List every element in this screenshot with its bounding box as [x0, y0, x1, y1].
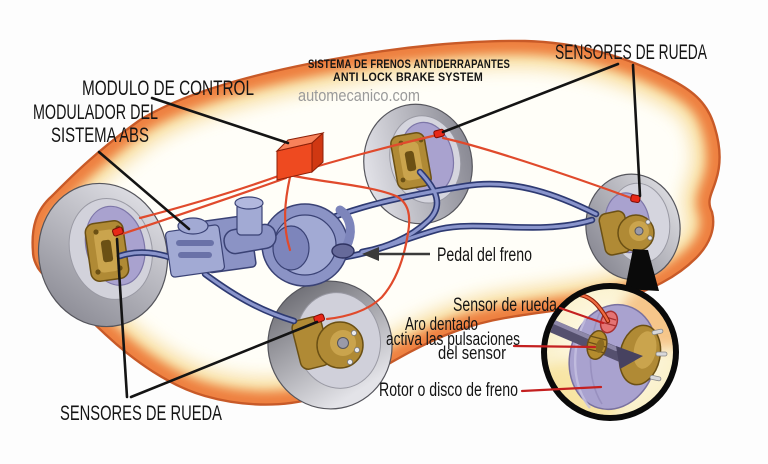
wheel-stud — [649, 374, 662, 382]
label-wheel-sensors-bottom: SENSORES DE RUEDA — [60, 402, 222, 425]
wheel-stud — [655, 351, 668, 357]
leader-sensor-bottom-a — [115, 237, 129, 399]
axle-shaft — [547, 319, 629, 363]
watermark: automecanico.com — [298, 86, 420, 105]
label-control-module: MODULO DE CONTROL — [82, 77, 254, 100]
hub-rear-left — [291, 316, 364, 370]
abs-control-module — [275, 131, 325, 181]
wheel-speed-sensors — [111, 128, 641, 324]
label-tone-ring-line3: del sensor — [438, 343, 506, 363]
brake-pedal — [331, 205, 355, 259]
hub-rear-right — [598, 210, 655, 256]
label-brake-pedal: Pedal del freno — [437, 245, 532, 266]
callout-tone-ring — [512, 344, 597, 349]
wheel-sensor-rear-right — [630, 194, 641, 203]
brake-booster — [261, 203, 349, 287]
label-wheel-sensors-top: SENSORES DE RUEDA — [555, 41, 707, 64]
label-tone-ring-line2: activa las pulsaciones — [386, 329, 520, 349]
label-modulator-line2: SISTEMA ABS — [51, 124, 149, 147]
text-labels: SISTEMA DE FRENOS ANTIDERRAPANTES ANTI L… — [33, 41, 707, 425]
wheel-sensor-front-left — [111, 226, 124, 237]
leader-sensor-top-a — [441, 62, 620, 134]
label-rotor-disc: Rotor o disco de freno — [379, 380, 518, 401]
leader-sensor-top-b — [631, 63, 642, 198]
wheel-sensor-rear-left — [313, 313, 326, 324]
master-cylinder — [223, 196, 277, 255]
magnifier-wedge — [625, 249, 659, 291]
pedal-arrow-head — [362, 247, 379, 261]
label-tone-ring-line1: Aro dentado — [405, 314, 478, 334]
magnifier-inset — [541, 249, 679, 421]
leader-modulator — [97, 150, 191, 231]
pedal-pad — [331, 243, 355, 259]
diagram-title-line2: ANTI LOCK BRAKE SYSTEM — [333, 72, 483, 84]
diagram-title-line1: SISTEMA DE FRENOS ANTIDERRAPANTES — [308, 59, 510, 71]
label-wheel-sensor: Sensor de rueda — [453, 295, 557, 316]
callout-rotor — [520, 385, 603, 393]
wheel-stud — [651, 328, 664, 336]
axle-tip — [616, 346, 643, 369]
leader-control-module — [150, 96, 290, 145]
callout-sensor — [558, 306, 605, 325]
label-modulator-line1: MODULADOR DEL — [33, 101, 158, 124]
leader-lines — [97, 62, 642, 399]
caliper-front-left — [84, 220, 130, 282]
leader-sensor-bottom-b — [129, 320, 319, 399]
reservoir-cap — [234, 196, 264, 210]
sensor-wires — [120, 133, 636, 321]
